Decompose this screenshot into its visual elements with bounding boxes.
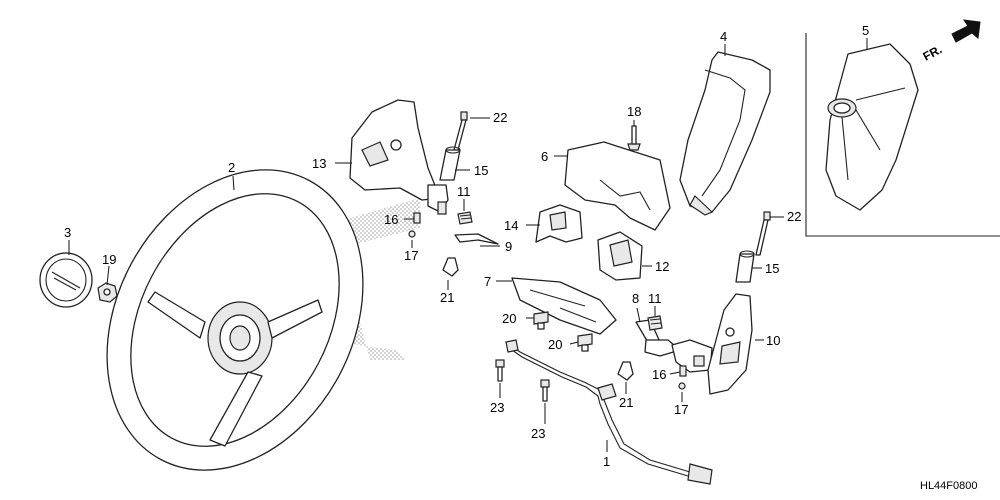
paddle-lever-upper <box>454 233 499 245</box>
callout-23-a: 23 <box>490 400 504 415</box>
leader-lines <box>68 38 868 452</box>
bolt-upper <box>453 111 468 151</box>
callout-7: 7 <box>484 274 491 289</box>
callout-22-lower: 22 <box>787 209 801 224</box>
pin-lower <box>679 365 687 377</box>
callout-1: 1 <box>603 454 610 469</box>
callout-10: 10 <box>766 333 780 348</box>
callout-11-lower: 11 <box>648 291 662 306</box>
callout-22-upper: 22 <box>493 110 507 125</box>
callout-16-lower: 16 <box>652 367 666 382</box>
callout-15-upper: 15 <box>474 163 488 178</box>
left-bracket <box>535 204 583 243</box>
callout-5: 5 <box>862 23 869 38</box>
emblem-cap <box>39 252 93 308</box>
switch-bracket-upper <box>427 184 449 215</box>
callout-13: 13 <box>312 156 326 171</box>
diagram-code: HL44F0800 <box>920 480 978 492</box>
clip-upper <box>442 257 459 277</box>
bolt-lower <box>755 211 771 256</box>
spring-lower <box>647 315 663 331</box>
callout-12: 12 <box>655 259 669 274</box>
callout-4: 4 <box>720 29 727 44</box>
callout-15-lower: 15 <box>765 261 779 276</box>
front-indicator-label: FR. <box>921 42 945 63</box>
steering-wheel <box>106 169 364 471</box>
pin-upper <box>413 212 421 224</box>
callout-21-upper: 21 <box>440 290 454 305</box>
clip-lower <box>617 361 634 381</box>
switch-assembly-lower <box>635 319 713 373</box>
left-garnish <box>349 99 441 201</box>
screw <box>627 125 641 151</box>
callout-20-b: 20 <box>548 337 562 352</box>
callout-16-upper: 16 <box>384 212 398 227</box>
ball-upper <box>408 230 416 238</box>
ball-lower <box>678 382 686 390</box>
callout-23-b: 23 <box>531 426 545 441</box>
upper-column-cover <box>564 141 671 231</box>
callout-19: 19 <box>102 252 116 267</box>
right-bracket <box>597 231 643 281</box>
callout-labels: 1 2 3 4 5 6 7 8 9 10 11 11 12 13 14 15 1… <box>64 23 869 469</box>
inset-frame <box>805 33 1000 237</box>
callout-18: 18 <box>627 104 641 119</box>
callout-20-a: 20 <box>502 311 516 326</box>
callout-17-lower: 17 <box>674 402 688 417</box>
callout-2: 2 <box>228 160 235 175</box>
callout-14: 14 <box>504 218 518 233</box>
callout-17-upper: 17 <box>404 248 418 263</box>
callout-3: 3 <box>64 225 71 240</box>
airbag-module <box>679 51 771 216</box>
callout-21-lower: 21 <box>619 395 633 410</box>
flange-bolt-b <box>577 333 593 352</box>
collar-upper <box>439 146 461 181</box>
inset-cover <box>825 43 919 211</box>
collar-lower <box>735 250 755 283</box>
nut <box>97 282 118 303</box>
flange-bolt-a <box>533 311 549 330</box>
wire-harness <box>505 339 713 485</box>
spring-upper <box>457 211 473 225</box>
lower-bracket <box>511 277 617 335</box>
right-garnish <box>707 293 753 395</box>
screw-a <box>495 359 505 382</box>
front-direction-arrow <box>951 19 981 43</box>
callout-9: 9 <box>505 239 512 254</box>
screw-b <box>540 379 550 402</box>
callout-11-upper: 11 <box>457 184 471 199</box>
callout-8: 8 <box>632 291 639 306</box>
callout-6: 6 <box>541 149 548 164</box>
